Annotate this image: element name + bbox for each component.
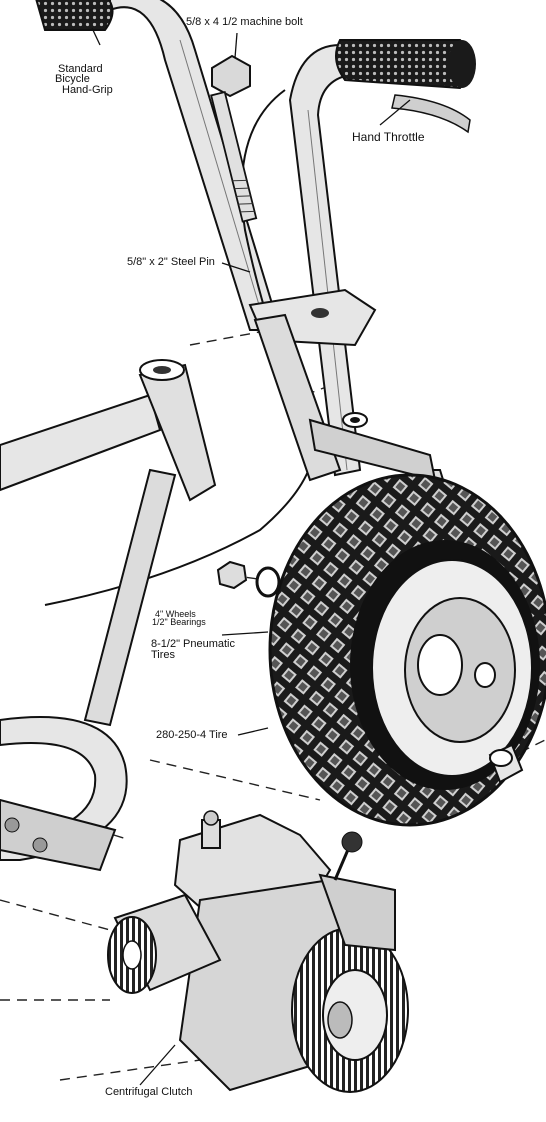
label-machine-bolt: 5/8 x 4 1/2 machine bolt [186,16,303,28]
front-wheel [268,473,546,827]
leader-lines [91,27,411,1086]
label-wheels: 4" Wheels [155,609,196,619]
label-pneumatic-tires-line1: 8-1/2" Pneumatic [151,638,236,650]
label-bearings: 1/2" Bearings [152,617,206,627]
left-hand-grip [35,0,114,31]
label-hand-throttle: Hand Throttle [352,130,425,144]
axle-spacer [488,743,524,784]
label-hand-grip-line1: Standard [58,63,103,75]
label-hand-grip-line2: Bicycle [55,73,90,85]
left-handlebar [109,0,282,331]
hand-throttle-lever [391,94,471,134]
centrifugal-clutch [107,893,222,994]
label-steel-pin: 5/8" x 2" Steel Pin [127,256,215,268]
label-hand-grip-line3: Hand-Grip [62,84,113,96]
label-centrifugal-clutch: Centrifugal Clutch [105,1086,193,1098]
axle-nut-and-washer [216,560,281,598]
engine [173,810,409,1093]
main-frame [0,359,217,872]
label-tire-size: 280-250-4 Tire [156,729,228,741]
right-hand-grip [335,39,476,90]
label-pneumatic-tires-line2: Tires [151,649,176,661]
machine-bolt [210,54,258,223]
